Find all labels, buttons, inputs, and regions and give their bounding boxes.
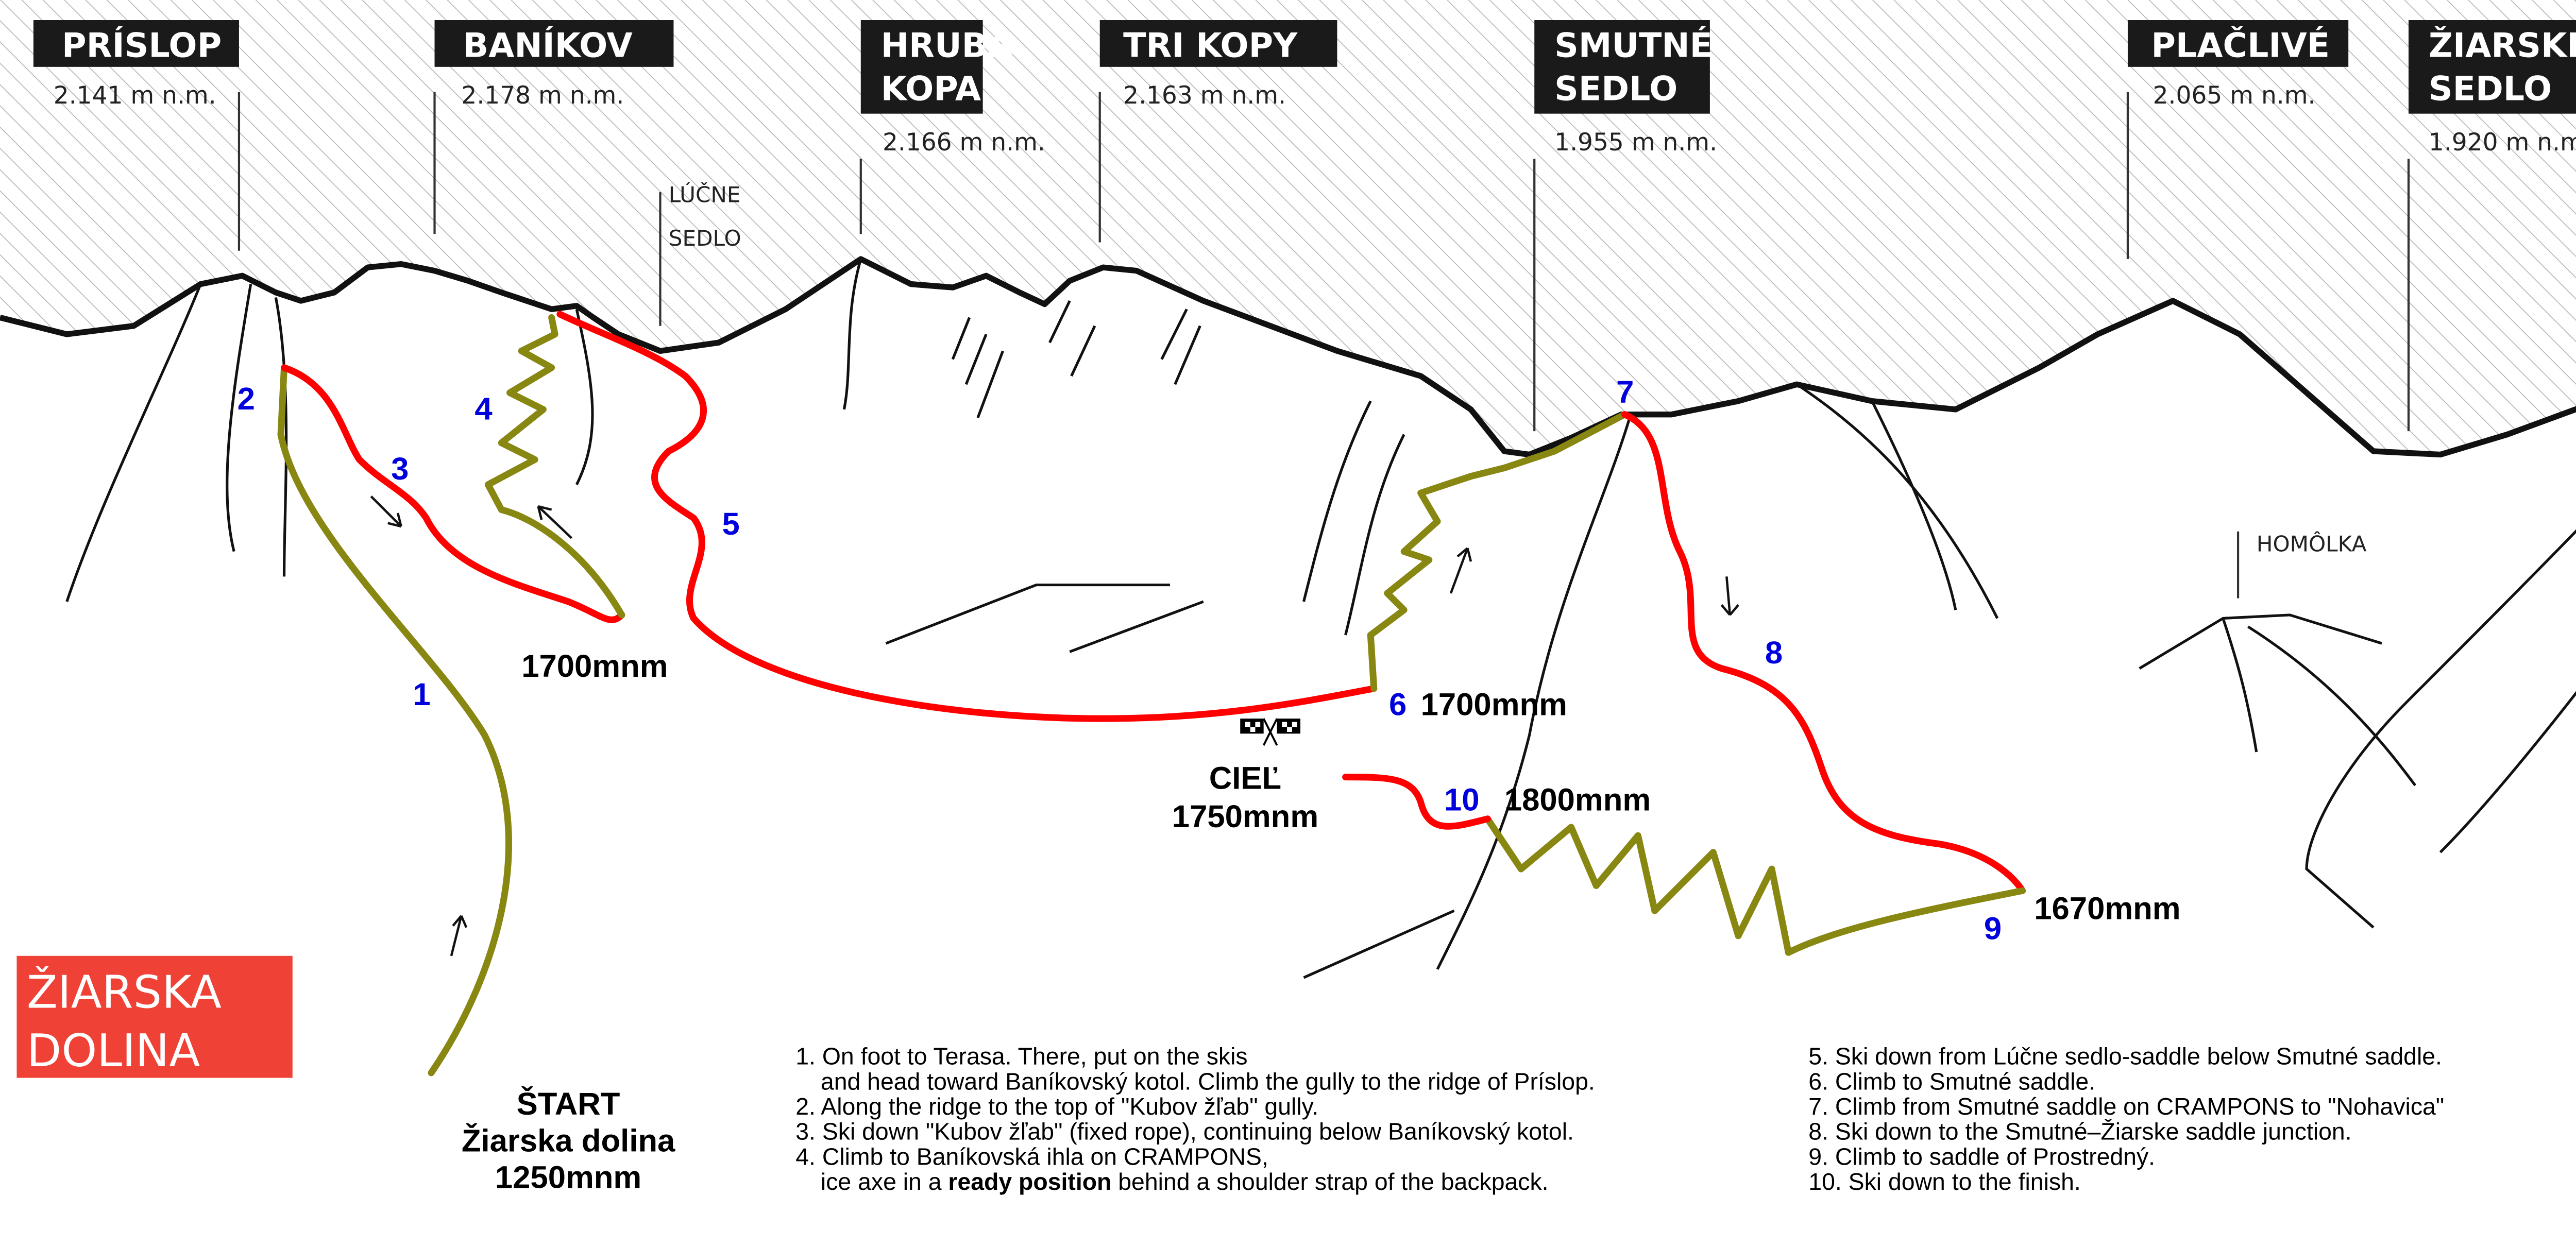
legend-item: 7. Climb from Smutné saddle on CRAMPONS …	[1808, 1093, 2444, 1120]
route-segment-9	[1484, 815, 2026, 956]
start-label: ŠTART	[517, 1086, 620, 1122]
valley-title-line: DOLINA	[27, 1024, 200, 1077]
legend-item: 5. Ski down from Lúčne sedlo-saddle belo…	[1808, 1043, 2442, 1070]
legend-item: 6. Climb to Smutné saddle.	[1808, 1068, 2095, 1095]
legend-item: 8. Ski down to the Smutné–Žiarske saddle…	[1808, 1118, 2351, 1145]
legend-item: 9. Climb to saddle of Prostredný.	[1808, 1143, 2155, 1170]
routes	[277, 311, 2026, 1077]
peak-name: KOPA	[881, 70, 981, 109]
route-numbers: 1 2 3 4 5 6 7 8 9 10	[238, 374, 2002, 946]
legend-item: 4. Climb to Baníkovská ihla on CRAMPONS,	[795, 1143, 1268, 1170]
terrain-lines	[65, 259, 2576, 979]
arrow-icon	[450, 915, 468, 956]
peak-elevation: 2.178 m n.m.	[461, 81, 624, 110]
route-segment-10	[1342, 774, 1491, 830]
legend-item: and head toward Baníkovský kotol. Climb …	[821, 1068, 1595, 1095]
valley-title: ŽIARSKA DOLINA	[16, 955, 293, 1078]
route-number: 7	[1616, 374, 1634, 410]
arrow-icon	[370, 496, 402, 528]
arrow-icon	[1720, 576, 1739, 616]
legend-left: 1. On foot to Terasa. There, put on the …	[795, 1043, 1595, 1195]
route-segment-8	[1621, 411, 2026, 894]
finish-label: CIEĽ	[1209, 760, 1281, 796]
peak-placlive: PLAČLIVÉ 2.065 m n.m.	[2127, 20, 2349, 110]
altitude-label: 1700mnm	[1421, 687, 1567, 723]
peak-elevation: 2.141 m n.m.	[54, 81, 216, 110]
route-segment-5	[556, 311, 1378, 722]
legend-item: ice axe in a ready position behind a sho…	[821, 1168, 1549, 1195]
peak-smutne-sedlo: SMUTNÉ SEDLO 1.955 m n.m.	[1534, 20, 1717, 157]
valley-title-line: ŽIARSKA	[27, 966, 222, 1018]
peak-ziarske-sedlo: ŽIARSKE SEDLO 1.920 m n.m.	[2408, 20, 2576, 157]
peak-elevation: 1.955 m n.m.	[1554, 128, 1717, 157]
peak-elevation: 2.166 m n.m.	[883, 128, 1045, 157]
route-number: 9	[1984, 911, 2002, 946]
altitude-label: 1800mnm	[1504, 782, 1651, 818]
lucne-sedlo-label: LÚČNE	[669, 182, 741, 208]
direction-arrows	[370, 496, 1739, 956]
peak-name: ŽIARSKE	[2429, 26, 2576, 65]
route-number: 10	[1444, 782, 1480, 818]
route-number: 3	[391, 451, 409, 487]
route-segment-4	[484, 314, 625, 619]
peak-hruba-kopa: HRUBÁ KOPA 2.166 m n.m.	[860, 20, 1045, 157]
peak-name: PLAČLIVÉ	[2151, 26, 2330, 65]
lucne-sedlo-label: SEDLO	[669, 226, 741, 251]
route-number: 2	[238, 381, 255, 417]
legend-item: 3. Ski down "Kubov žľab" (fixed rope), c…	[795, 1118, 1574, 1145]
peak-name: BANÍKOV	[463, 26, 633, 65]
peak-name: PRÍSLOP	[62, 26, 222, 65]
arrow-icon	[1449, 547, 1472, 594]
checkered-flags-icon	[1240, 718, 1301, 746]
start-altitude: 1250mnm	[495, 1160, 641, 1195]
peak-pointers	[238, 92, 2410, 599]
peak-labels: PRÍSLOP 2.141 m n.m. BANÍKOV 2.178 m n.m…	[33, 20, 2576, 557]
ridge-line	[0, 256, 2576, 458]
route-segment-1	[277, 364, 512, 1077]
peak-banikov: BANÍKOV 2.178 m n.m.	[434, 20, 674, 110]
start-location: Žiarska dolina	[462, 1123, 675, 1158]
peak-prislop: PRÍSLOP 2.141 m n.m.	[33, 20, 239, 110]
homolka-label: HOMÔLKA	[2257, 531, 2367, 557]
peak-name: SEDLO	[1554, 70, 1677, 109]
arrow-icon	[537, 505, 573, 539]
legend-item: 10. Ski down to the finish.	[1808, 1168, 2080, 1195]
altitude-label: 1670mnm	[2034, 891, 2180, 926]
finish-altitude: 1750mnm	[1172, 799, 1318, 834]
peak-name: TRI KOPY	[1123, 26, 1298, 65]
peak-elevation: 2.065 m n.m.	[2153, 81, 2316, 110]
route-number: 6	[1389, 687, 1406, 723]
route-number: 5	[722, 506, 740, 542]
route-number: 4	[474, 391, 492, 426]
peak-name: HRUBÁ	[881, 26, 1013, 65]
altitude-label: 1700mnm	[521, 648, 668, 684]
route-segment-2-3	[281, 364, 625, 623]
peak-name: SEDLO	[2429, 70, 2552, 109]
peak-tri-kopy: TRI KOPY 2.163 m n.m.	[1099, 20, 1337, 110]
legend-item: 1. On foot to Terasa. There, put on the …	[795, 1043, 1247, 1070]
route-number: 1	[413, 677, 430, 712]
legend-right: 5. Ski down from Lúčne sedlo-saddle belo…	[1808, 1043, 2444, 1195]
peak-elevation: 1.920 m n.m.	[2429, 128, 2576, 157]
sky-hatch	[0, 0, 2576, 455]
legend-item: 2. Along the ridge to the top of "Kubov …	[795, 1093, 1318, 1120]
peak-name: SMUTNÉ	[1554, 26, 1713, 65]
route-segment-6-7	[1367, 411, 1628, 692]
peak-elevation: 2.163 m n.m.	[1123, 81, 1286, 110]
route-number: 8	[1765, 635, 1783, 671]
